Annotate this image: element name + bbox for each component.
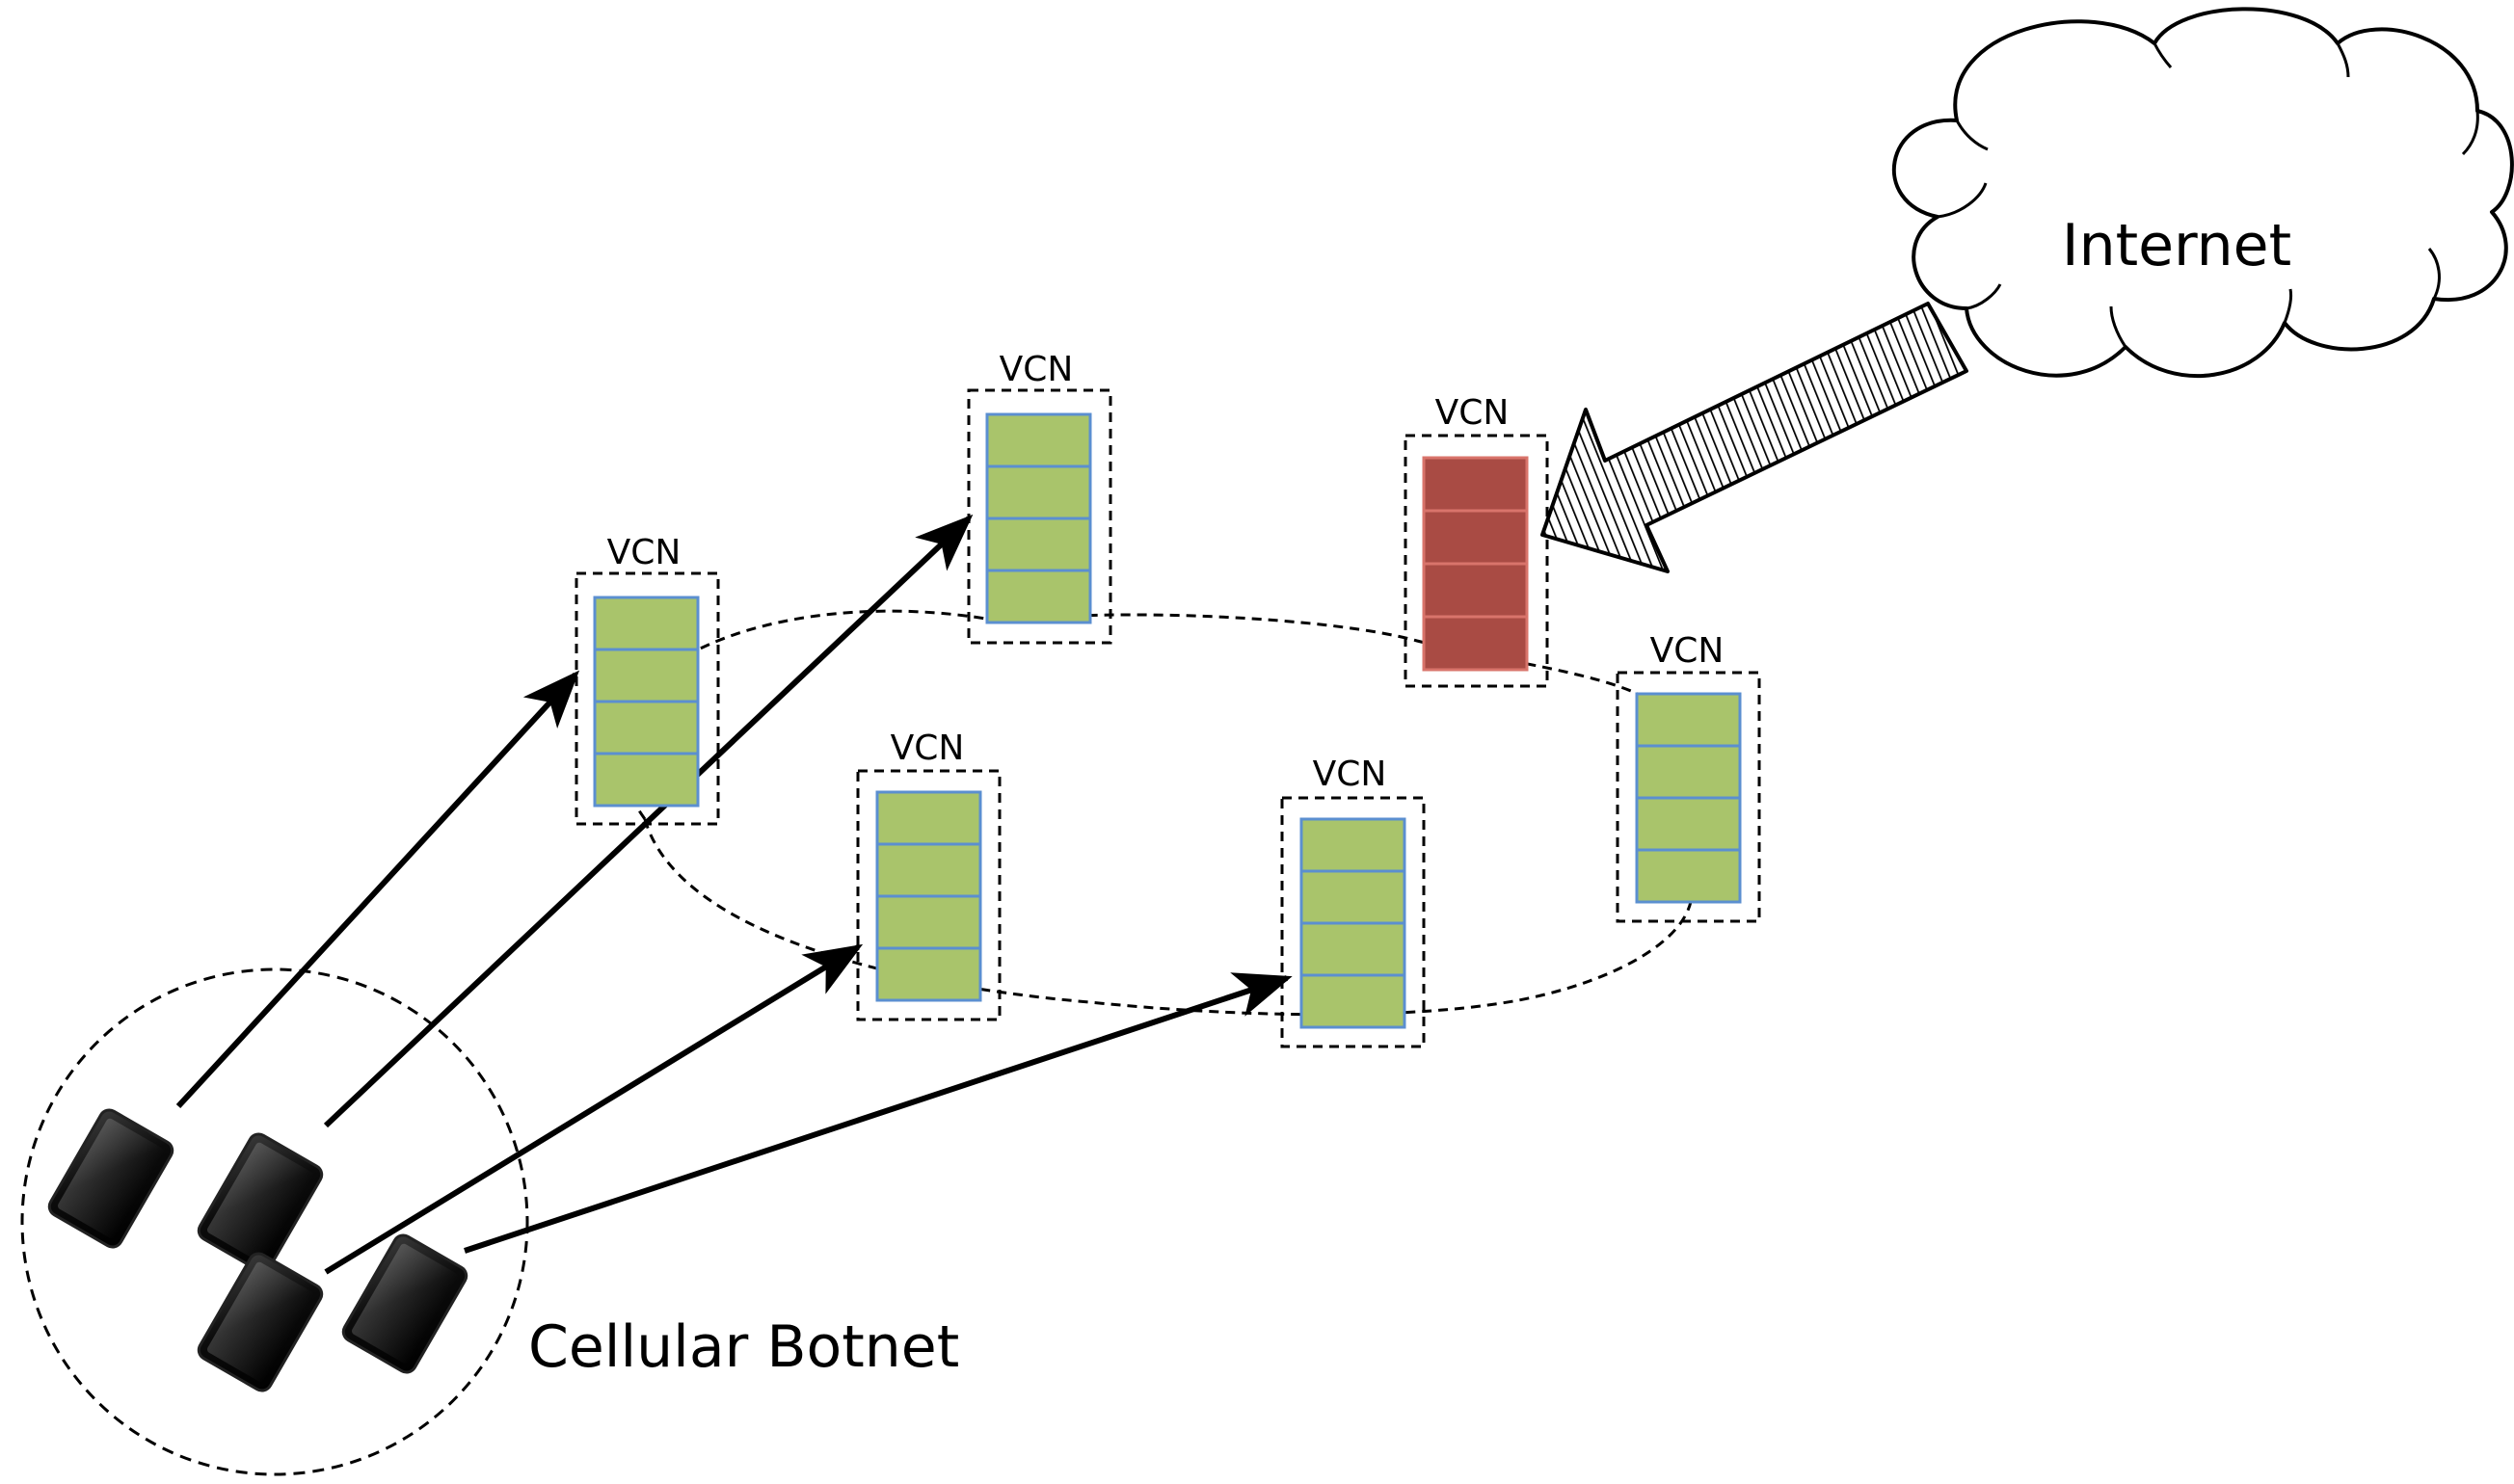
vcn-stack	[1422, 456, 1529, 672]
vcn-label: VCN	[1650, 631, 1725, 671]
botnet-boundary	[20, 967, 529, 1476]
vcn-node-5: VCN	[856, 729, 1002, 1021]
vcn-label: VCN	[891, 729, 965, 768]
attack-arrow-2	[323, 514, 974, 1128]
vcn-stack	[985, 412, 1092, 624]
smartphone-icon	[341, 1233, 468, 1374]
internet-cloud: Internet	[1891, 7, 2514, 378]
vcn-label: VCN	[1313, 755, 1387, 794]
vcn-node-2: VCN	[967, 350, 1112, 645]
vcn-node-1: VCN	[575, 533, 720, 826]
vcn-node-3-attacked: VCN	[1404, 393, 1549, 688]
attack-arrow-3	[324, 943, 864, 1275]
internet-attack-arrow	[1540, 302, 1968, 573]
vcn-label: VCN	[607, 533, 682, 572]
smartphone-icon	[197, 1132, 324, 1273]
attack-arrows	[175, 514, 1293, 1275]
attack-arrow-4	[464, 972, 1293, 1254]
vcn-node-6: VCN	[1280, 755, 1426, 1048]
vcn-stack	[875, 790, 982, 1002]
vcn-stack	[1635, 692, 1742, 904]
vcn-label: VCN	[1435, 393, 1510, 433]
vcn-label: VCN	[1000, 350, 1074, 389]
vcn-ring	[617, 609, 1694, 1017]
smartphone-icon	[47, 1108, 174, 1249]
vcn-stack	[593, 596, 700, 808]
vcn-stack	[1299, 817, 1406, 1029]
cloud-icon	[1891, 7, 2514, 378]
botnet-devices	[47, 1108, 468, 1392]
smartphone-icon	[197, 1252, 324, 1392]
internet-label: Internet	[2062, 212, 2291, 279]
attack-arrow-1	[175, 670, 580, 1109]
vcn-node-4: VCN	[1616, 631, 1761, 923]
botnet-label: Cellular Botnet	[528, 1313, 959, 1381]
